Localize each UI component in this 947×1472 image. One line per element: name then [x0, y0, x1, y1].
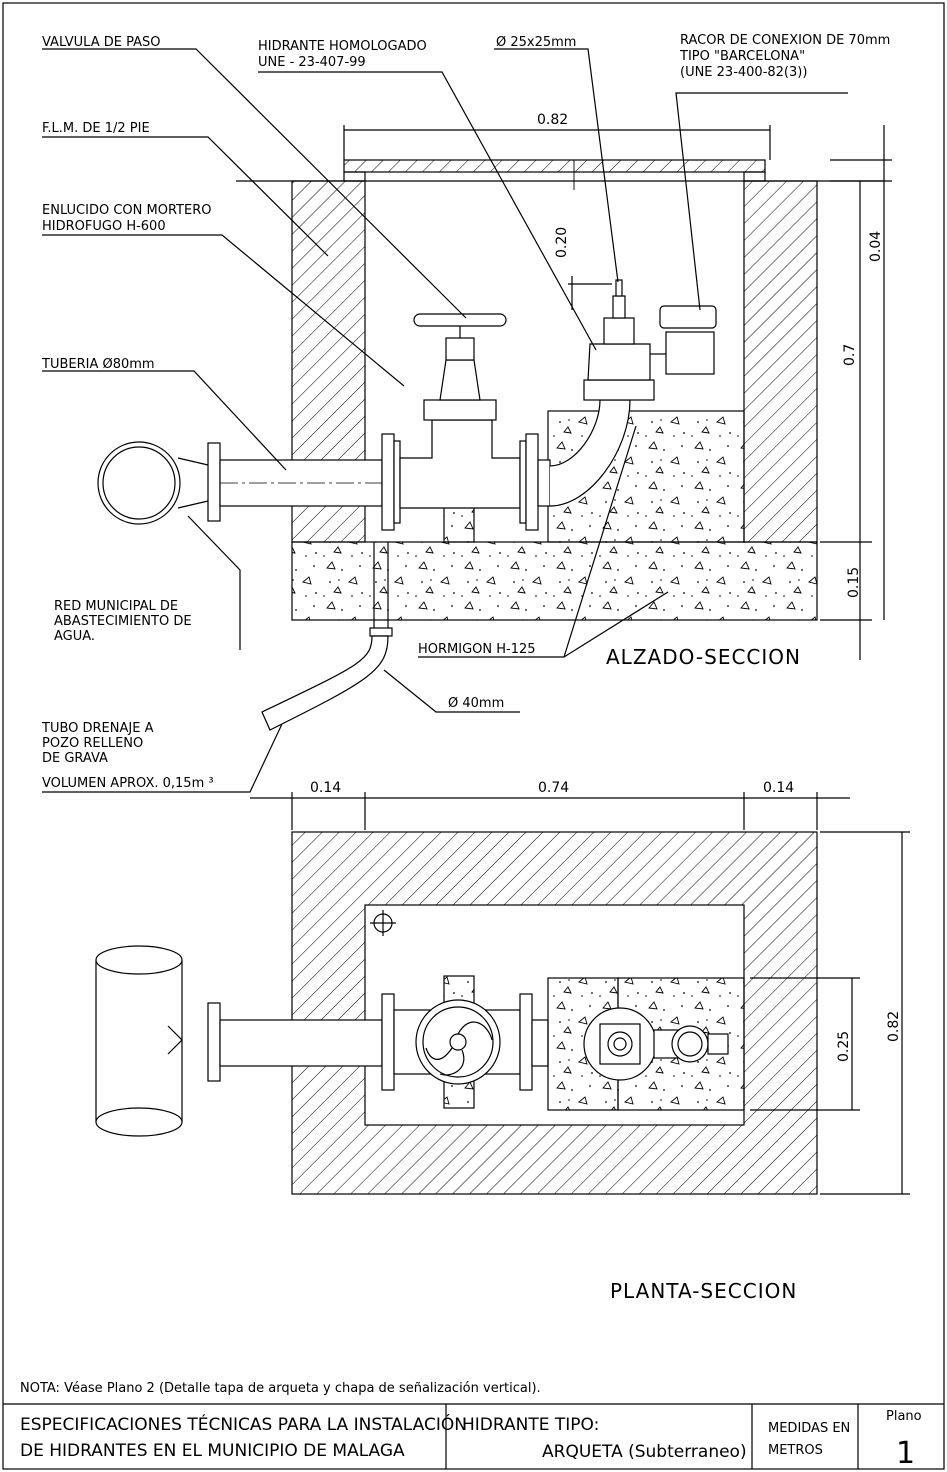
title-elevation: ALZADO-SECCION	[606, 645, 801, 669]
label-racor-2: TIPO "BARCELONA"	[679, 49, 805, 64]
handwheel-elevation	[413, 313, 507, 327]
pit-cover	[343, 159, 766, 173]
barcelona-connector	[665, 331, 715, 375]
label-tubo-1: TUBO DRENAJE A	[41, 721, 154, 736]
label-flm: F.L.M. DE 1/2 PIE	[42, 121, 150, 136]
title-block-units-1: MEDIDAS EN	[768, 1421, 850, 1436]
dim-plan-wall-right: 0.14	[763, 780, 794, 796]
dimension-texts: 0.82 0.20 0.04 0.7 0.15 0.14 0.74 0.14 0…	[310, 112, 902, 1062]
title-block-spec-1: ESPECIFICACIONES TÉCNICAS PARA LA INSTAL…	[20, 1413, 467, 1435]
title-block-plano-number: 1	[896, 1436, 915, 1471]
title-block-type-value: ARQUETA (Subterraneo)	[542, 1442, 747, 1462]
drain-pipe	[261, 635, 389, 731]
dim-cover: 0.04	[868, 231, 884, 262]
label-red-1: RED MUNICIPAL DE	[54, 599, 178, 614]
label-enlucido-1: ENLUCIDO CON MORTERO	[42, 203, 211, 218]
sheet-note: NOTA: Véase Plano 2 (Detalle tapa de arq…	[20, 1381, 541, 1396]
label-red-3: AGUA.	[54, 629, 95, 644]
dim-plan-inner: 0.74	[538, 780, 569, 796]
label-red-2: ABASTECIMIENTO DE	[54, 614, 192, 629]
dim-pit-depth: 0.7	[842, 344, 858, 366]
label-enlucido-2: HIDROFUGO H-600	[42, 219, 166, 234]
label-racor-3: (UNE 23-400-82(3))	[680, 65, 807, 80]
label-tubo-3: DE GRAVA	[42, 751, 108, 766]
label-hormigon: HORMIGON H-125	[418, 642, 536, 657]
dim-plan-block: 0.25	[836, 1031, 852, 1062]
label-tubo-4: VOLUMEN APROX. 0,15m ³	[42, 776, 214, 791]
title-block-type-label: HIDRANTE TIPO:	[462, 1415, 599, 1435]
label-square: Ø 25x25mm	[496, 35, 576, 50]
dim-plan-depth: 0.82	[886, 1011, 902, 1042]
right-wall	[743, 180, 818, 543]
title-block-units-2: METROS	[768, 1443, 823, 1458]
label-tubo-2: POZO RELLENO	[42, 736, 143, 751]
title-plan: PLANTA-SECCION	[610, 1279, 797, 1303]
leader-labels: VALVULA DE PASO HIDRANTE HOMOLOGADO UNE …	[41, 33, 890, 791]
handwheel-plan	[415, 999, 501, 1085]
dim-riser-height: 0.20	[554, 227, 570, 258]
label-racor-1: RACOR DE CONEXION DE 70mm	[680, 33, 890, 48]
gate-valve	[423, 399, 497, 421]
dim-top-width: 0.82	[537, 112, 568, 128]
label-tuberia: TUBERIA Ø80mm	[41, 357, 155, 372]
supply-pipe	[207, 442, 221, 522]
plan-view	[95, 792, 910, 1195]
plan-municipal-main	[95, 960, 183, 1122]
dim-base-depth: 0.15	[846, 567, 862, 598]
label-drain: Ø 40mm	[448, 696, 504, 711]
dim-plan-wall-left: 0.14	[310, 780, 341, 796]
concrete-base	[291, 541, 818, 621]
title-block	[3, 1403, 944, 1469]
hydrant-body	[583, 379, 655, 401]
label-hidrante-2: UNE - 23-407-99	[258, 55, 366, 70]
title-block-spec-2: DE HIDRANTES EN EL MUNICIPIO DE MALAGA	[20, 1441, 405, 1461]
municipal-main-section	[97, 441, 181, 525]
title-block-plano-label: Plano	[886, 1409, 922, 1424]
label-hidrante-1: HIDRANTE HOMOLOGADO	[258, 39, 427, 54]
label-valvula: VALVULA DE PASO	[42, 35, 161, 50]
elevation-view	[42, 48, 892, 793]
